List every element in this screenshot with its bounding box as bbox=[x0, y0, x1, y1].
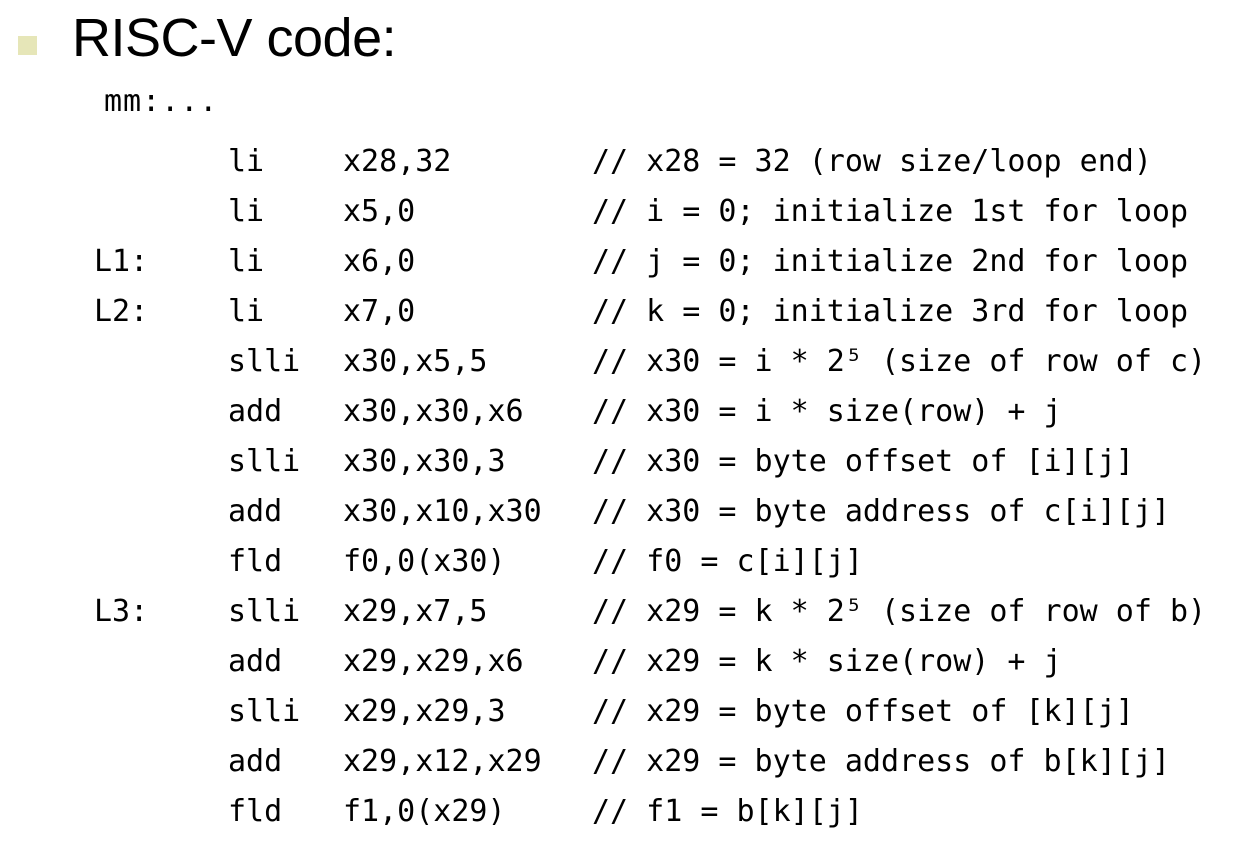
code-opcode: li bbox=[228, 244, 265, 279]
code-label: L2: bbox=[94, 294, 149, 329]
code-opcode: slli bbox=[228, 444, 301, 479]
code-label: L1: bbox=[94, 244, 149, 279]
code-comment: // f0 = c[i][j] bbox=[592, 544, 863, 579]
code-line: add x29,x29,x6 // x29 = k * size(row) + j bbox=[0, 644, 1259, 694]
code-operands: x29,x29,x6 bbox=[343, 644, 524, 679]
function-label: mm:... bbox=[104, 84, 219, 119]
code-opcode: add bbox=[228, 744, 283, 779]
code-comment: // i = 0; initialize 1st for loop bbox=[592, 194, 1189, 229]
code-comment: // f1 = b[k][j] bbox=[592, 794, 863, 829]
bullet-square bbox=[18, 36, 37, 55]
code-operands: x29,x29,3 bbox=[343, 694, 506, 729]
code-comment: // x29 = k * size(row) + j bbox=[592, 644, 1062, 679]
code-opcode: slli bbox=[228, 694, 301, 729]
code-line: L1: li x6,0 // j = 0; initialize 2nd for lo… bbox=[0, 244, 1259, 294]
code-operands: x29,x12,x29 bbox=[343, 744, 542, 779]
code-comment: // x29 = k * 2⁵ (size of row of b) bbox=[592, 594, 1207, 629]
code-opcode: slli bbox=[228, 594, 301, 629]
code-operands: x29,x7,5 bbox=[343, 594, 488, 629]
code-line: L2: li x7,0 // k = 0; initialize 3rd for lo… bbox=[0, 294, 1259, 344]
code-comment: // x29 = byte address of b[k][j] bbox=[592, 744, 1170, 779]
code-operands: x30,x10,x30 bbox=[343, 494, 542, 529]
code-comment: // x30 = i * 2⁵ (size of row of c) bbox=[592, 344, 1207, 379]
code-line: add x29,x12,x29 // x29 = byte address of b… bbox=[0, 744, 1259, 794]
code-opcode: add bbox=[228, 394, 283, 429]
code-line: fld f1,0(x29) // f1 = b[k][j] bbox=[0, 794, 1259, 844]
code-opcode: li bbox=[228, 144, 265, 179]
code-operands: x7,0 bbox=[343, 294, 416, 329]
code-line: slli x29,x29,3 // x29 = byte offset of [k]… bbox=[0, 694, 1259, 744]
code-operands: x6,0 bbox=[343, 244, 416, 279]
code-line: slli x30,x5,5 // x30 = i * 2⁵ (size of row… bbox=[0, 344, 1259, 394]
code-operands: f0,0(x30) bbox=[343, 544, 506, 579]
code-operands: x30,x5,5 bbox=[343, 344, 488, 379]
code-comment: // x30 = i * size(row) + j bbox=[592, 394, 1062, 429]
code-line: slli x30,x30,3 // x30 = byte offset of [i]… bbox=[0, 444, 1259, 494]
slide-title: RISC-V code: bbox=[72, 8, 397, 68]
code-operands: x30,x30,x6 bbox=[343, 394, 524, 429]
code-line: li x5,0 // i = 0; initialize 1st for loop bbox=[0, 194, 1259, 244]
code-operands: f1,0(x29) bbox=[343, 794, 506, 829]
code-comment: // x30 = byte offset of [i][j] bbox=[592, 444, 1134, 479]
code-line: add x30,x30,x6 // x30 = i * size(row) + j bbox=[0, 394, 1259, 444]
code-line: li x28,32 // x28 = 32 (row size/loop end) bbox=[0, 144, 1259, 194]
code-comment: // x28 = 32 (row size/loop end) bbox=[592, 144, 1152, 179]
code-comment: // x29 = byte offset of [k][j] bbox=[592, 694, 1134, 729]
code-comment: // k = 0; initialize 3rd for loop bbox=[592, 294, 1189, 329]
code-comment: // j = 0; initialize 2nd for loop bbox=[592, 244, 1189, 279]
code-opcode: add bbox=[228, 644, 283, 679]
code-operands: x30,x30,3 bbox=[343, 444, 506, 479]
code-opcode: fld bbox=[228, 544, 283, 579]
code-line: L3: slli x29,x7,5 // x29 = k * 2⁵ (size of … bbox=[0, 594, 1259, 644]
code-label: L3: bbox=[94, 594, 149, 629]
code-opcode: add bbox=[228, 494, 283, 529]
code-opcode: li bbox=[228, 194, 265, 229]
code-opcode: li bbox=[228, 294, 265, 329]
code-operands: x28,32 bbox=[343, 144, 452, 179]
code-opcode: slli bbox=[228, 344, 301, 379]
code-operands: x5,0 bbox=[343, 194, 416, 229]
code-comment: // x30 = byte address of c[i][j] bbox=[592, 494, 1170, 529]
code-line: fld f0,0(x30) // f0 = c[i][j] bbox=[0, 544, 1259, 594]
code-opcode: fld bbox=[228, 794, 283, 829]
code-line: add x30,x10,x30 // x30 = byte address of c… bbox=[0, 494, 1259, 544]
